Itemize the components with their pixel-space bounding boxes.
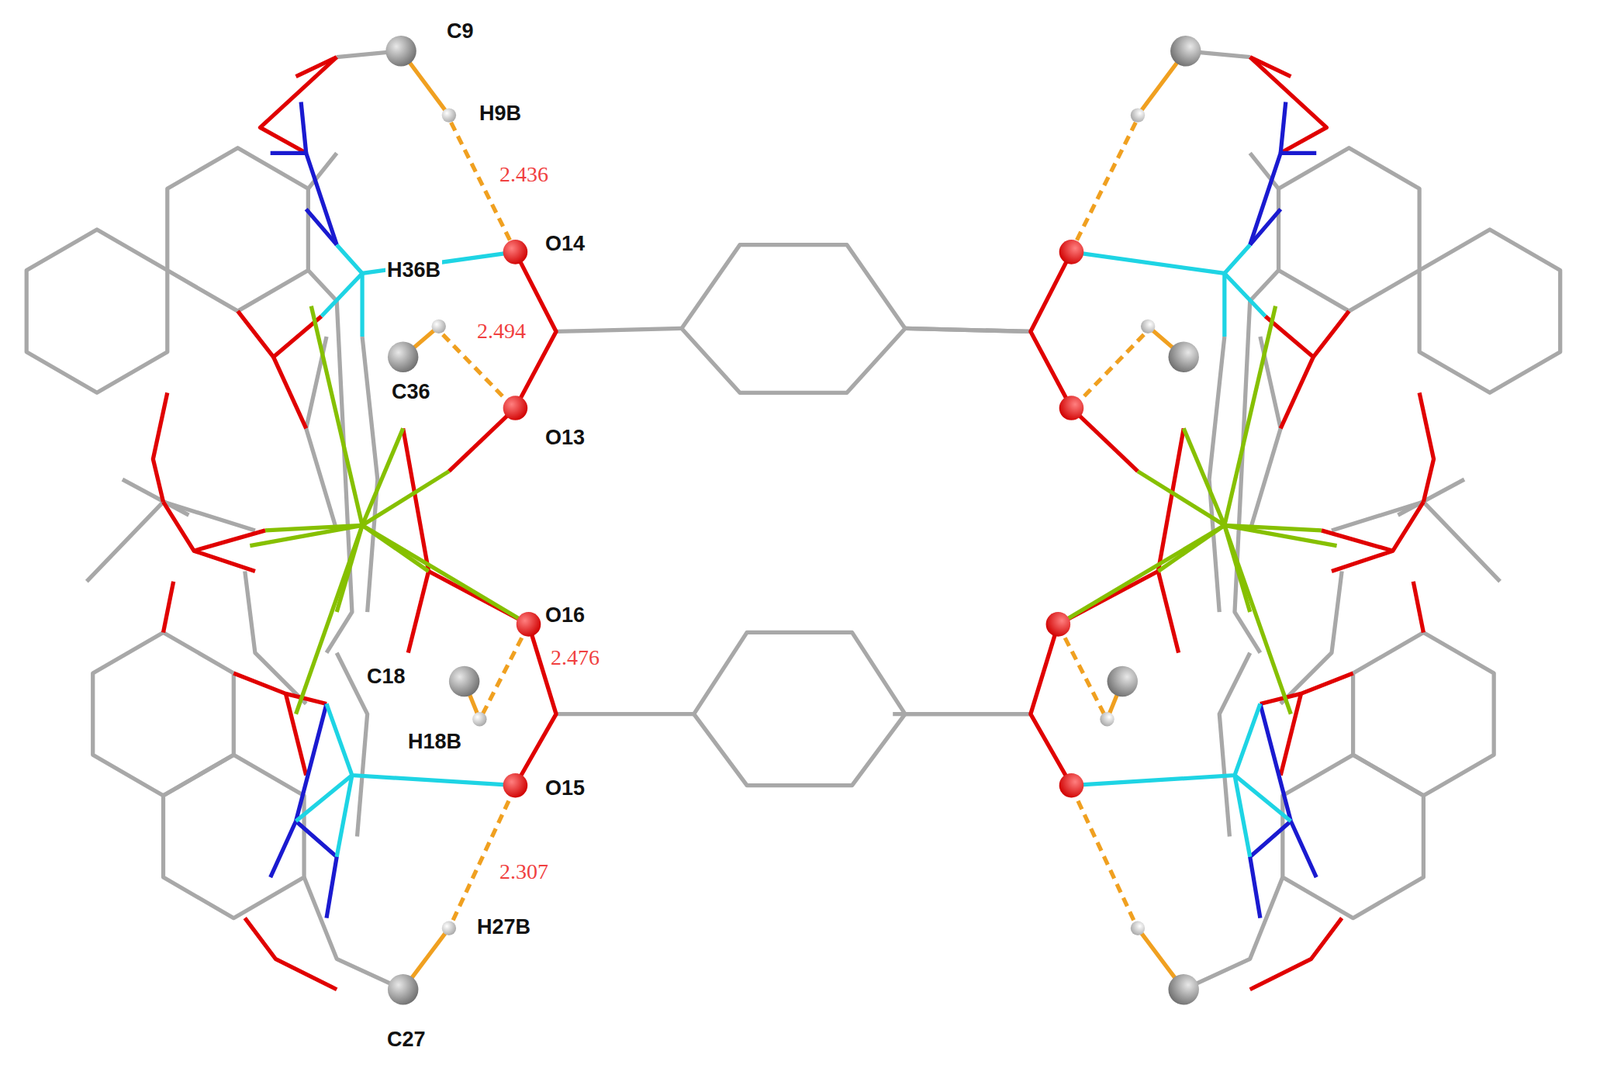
distance-label: 2.494 [475, 319, 528, 344]
distance-label: 2.307 [497, 860, 550, 885]
atom-label: H27B [475, 915, 533, 940]
bridging-rings [681, 245, 1031, 786]
bridging-rings-item [681, 245, 906, 394]
distance-label: 2.436 [497, 162, 550, 187]
atom-label: O13 [543, 426, 587, 450]
atom-label: H18B [406, 730, 464, 754]
atom-label: H9B [477, 102, 523, 126]
atom-label: O14 [543, 232, 587, 256]
atom-label: C36 [390, 380, 432, 405]
atom-label: H36B [385, 259, 443, 283]
atom-label: O15 [543, 777, 587, 801]
atom-label: C27 [385, 1028, 428, 1052]
atom-label: O16 [543, 604, 587, 628]
bridging-rings-item [694, 632, 906, 785]
right-complex [892, 35, 1560, 1005]
atom-label: C9 [445, 20, 476, 44]
atom-label: C18 [365, 665, 408, 689]
left-complex [26, 35, 694, 1005]
distance-label: 2.476 [549, 646, 602, 671]
